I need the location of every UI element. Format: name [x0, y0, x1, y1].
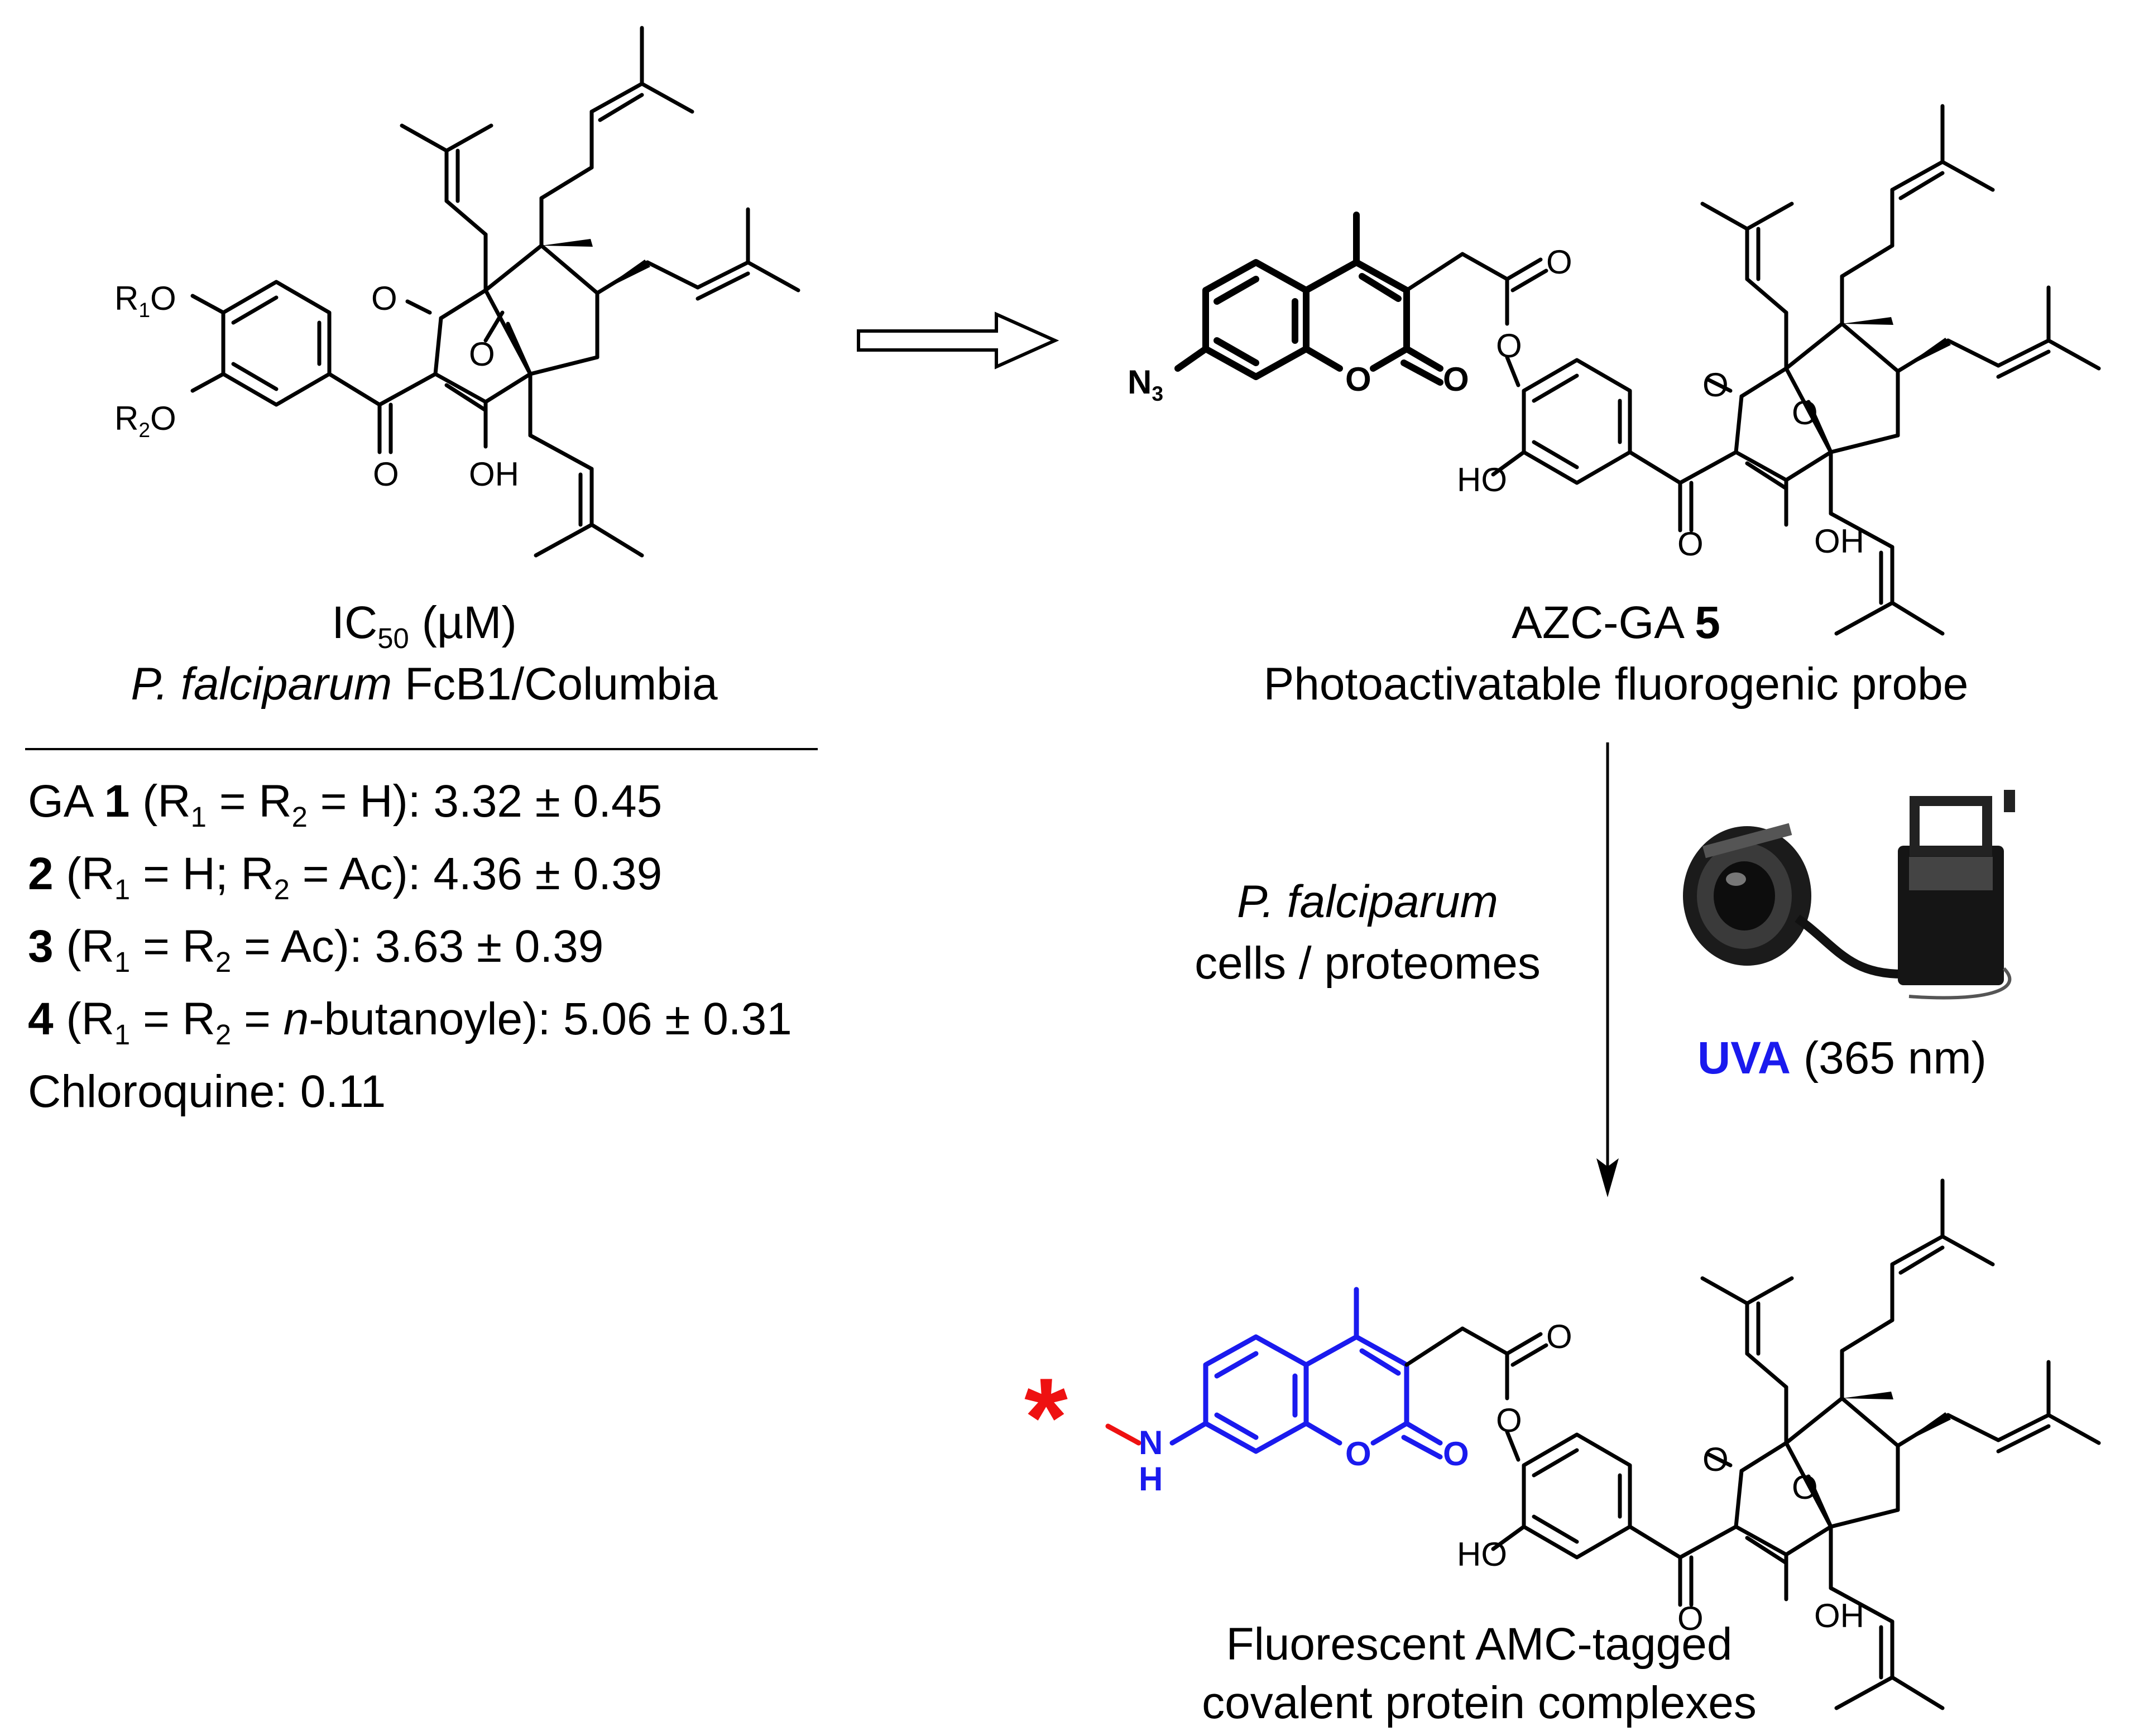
product-oh-label: OH — [1814, 1597, 1864, 1634]
product-o-ring: O — [1345, 1435, 1371, 1473]
ga-o-atom-2: O — [469, 335, 495, 373]
probe-o-ketone-3: O — [1677, 525, 1704, 563]
ic50-row-3: 3 (R1 = R2 = Ac): 3.63 ± 0.39 — [28, 921, 604, 978]
product-ga-bonds — [1491, 1178, 2101, 1710]
probe-o-ketone-1: O — [1702, 366, 1729, 404]
ic50-row-ga1: GA 1 (R1 = R2 = H): 3.32 ± 0.45 — [28, 776, 663, 833]
r2o-label: R2O — [114, 400, 176, 442]
ga-wedge-bond-2 — [597, 260, 650, 293]
product-o-ketone-2: O — [1792, 1469, 1818, 1506]
probe-o-ring: O — [1345, 361, 1371, 398]
probe-description: Photoactivatable fluorogenic probe — [1263, 659, 1969, 709]
probe-o-ester: O — [1496, 327, 1522, 365]
product-o-ester: O — [1496, 1402, 1522, 1439]
probe-o-carbonyl: O — [1443, 361, 1469, 398]
product-h-label: H — [1139, 1460, 1163, 1498]
ga-o-atom-1: O — [371, 280, 397, 317]
down-arrow-icon — [1596, 742, 1619, 1197]
product-o-ketone-3: O — [1677, 1600, 1704, 1637]
product-n-label: N — [1139, 1424, 1163, 1461]
ic50-row-2: 2 (R1 = H; R2 = Ac): 4.36 ± 0.39 — [28, 848, 663, 905]
product-o-carbonyl: O — [1443, 1435, 1469, 1473]
open-arrow-icon — [857, 311, 1059, 370]
product-ho-label: HO — [1457, 1536, 1507, 1573]
uv-lamp-photo-icon — [1683, 790, 2015, 1000]
product-caption-line2: covalent protein complexes — [1202, 1677, 1757, 1728]
probe-name: AZC-GA 5 — [1512, 597, 1720, 648]
product-ester-bonds — [1404, 1326, 1548, 1462]
uva-label: UVA (365 nm) — [1697, 1033, 1987, 1083]
ic50-row-chloroquine: Chloroquine: 0.11 — [28, 1066, 386, 1117]
product-o-ester-carbonyl: O — [1546, 1318, 1572, 1355]
product-amc-bonds — [1105, 1287, 1443, 1460]
probe-ga-bonds — [1491, 104, 2101, 636]
ic50-label: IC50 (µM) — [332, 597, 517, 654]
ic50-row-4: 4 (R1 = R2 = n-butanoyle): 5.06 ± 0.31 — [28, 994, 792, 1051]
probe-o-ester-carbonyl: O — [1546, 243, 1572, 281]
protein-tag-star-icon: * — [1024, 1355, 1068, 1480]
r1o-label: R1O — [114, 280, 176, 322]
table-divider — [25, 748, 818, 750]
probe-o-ketone-2: O — [1792, 394, 1818, 431]
product-o-ketone-1: O — [1702, 1441, 1729, 1478]
probe-ho-label: HO — [1457, 461, 1507, 498]
ga-wedge-bond — [541, 239, 593, 247]
probe-n3-label: N3 — [1128, 363, 1164, 406]
strain-label: P. falciparum FcB1/Columbia — [131, 659, 718, 709]
product-caption-line1: Fluorescent AMC-tagged — [1226, 1619, 1733, 1670]
ga-oh-label: OH — [469, 455, 519, 493]
condition-sample: cells / proteomes — [1195, 938, 1541, 989]
condition-organism: P. falciparum — [1237, 876, 1498, 927]
probe-ester-bonds — [1404, 252, 1548, 387]
probe-oh-label: OH — [1814, 522, 1864, 560]
probe-coumarin-bonds — [1174, 212, 1443, 386]
ga-o-atom-3: O — [373, 455, 399, 493]
